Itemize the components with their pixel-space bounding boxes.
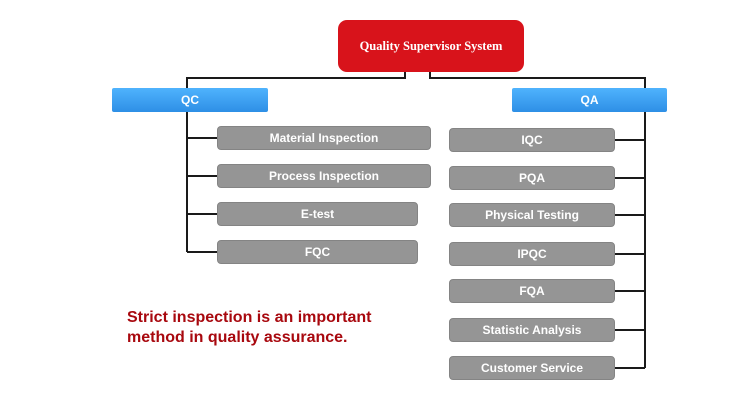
qa-item-statistic-analysis: Statistic Analysis <box>449 318 615 342</box>
qc-item-label: E-test <box>300 207 335 221</box>
qa-item-label: Statistic Analysis <box>482 323 582 337</box>
qc-item-label: Material Inspection <box>269 131 379 145</box>
qa-item-customer-service: Customer Service <box>449 356 615 380</box>
qa-node: QA <box>512 88 667 112</box>
root-node: Quality Supervisor System <box>338 20 524 72</box>
root-connector-right <box>429 72 646 88</box>
qc-label: QC <box>181 93 199 107</box>
qa-item-label: FQA <box>519 284 545 298</box>
qc-item-material-inspection: Material Inspection <box>217 126 431 150</box>
caption-note: Strict inspection is an important method… <box>127 308 427 348</box>
qa-item-iqc: IQC <box>449 128 615 152</box>
qa-item-label: PQA <box>518 171 545 185</box>
caption-line-1: Strict inspection is an important <box>127 309 372 326</box>
qa-item-physical-testing: Physical Testing <box>449 203 615 227</box>
qa-item-fqa: FQA <box>449 279 615 303</box>
qa-item-pqa: PQA <box>449 166 615 190</box>
root-connector-left <box>186 72 406 88</box>
qa-item-ipqc: IPQC <box>449 242 615 266</box>
caption-line-2: method in quality assurance. <box>127 329 348 346</box>
qa-item-label: Customer Service <box>480 361 584 375</box>
qc-item-e-test: E-test <box>217 202 418 226</box>
qc-node: QC <box>112 88 268 112</box>
qa-item-label: IQC <box>521 133 543 147</box>
qc-item-process-inspection: Process Inspection <box>217 164 431 188</box>
qa-label: QA <box>580 93 599 107</box>
qc-item-label: FQC <box>304 245 331 259</box>
qa-item-label: IPQC <box>517 247 547 261</box>
root-label: Quality Supervisor System <box>359 38 503 53</box>
qc-item-label: Process Inspection <box>268 169 380 183</box>
qc-item-fqc: FQC <box>217 240 418 264</box>
qa-item-label: Physical Testing <box>485 208 579 222</box>
